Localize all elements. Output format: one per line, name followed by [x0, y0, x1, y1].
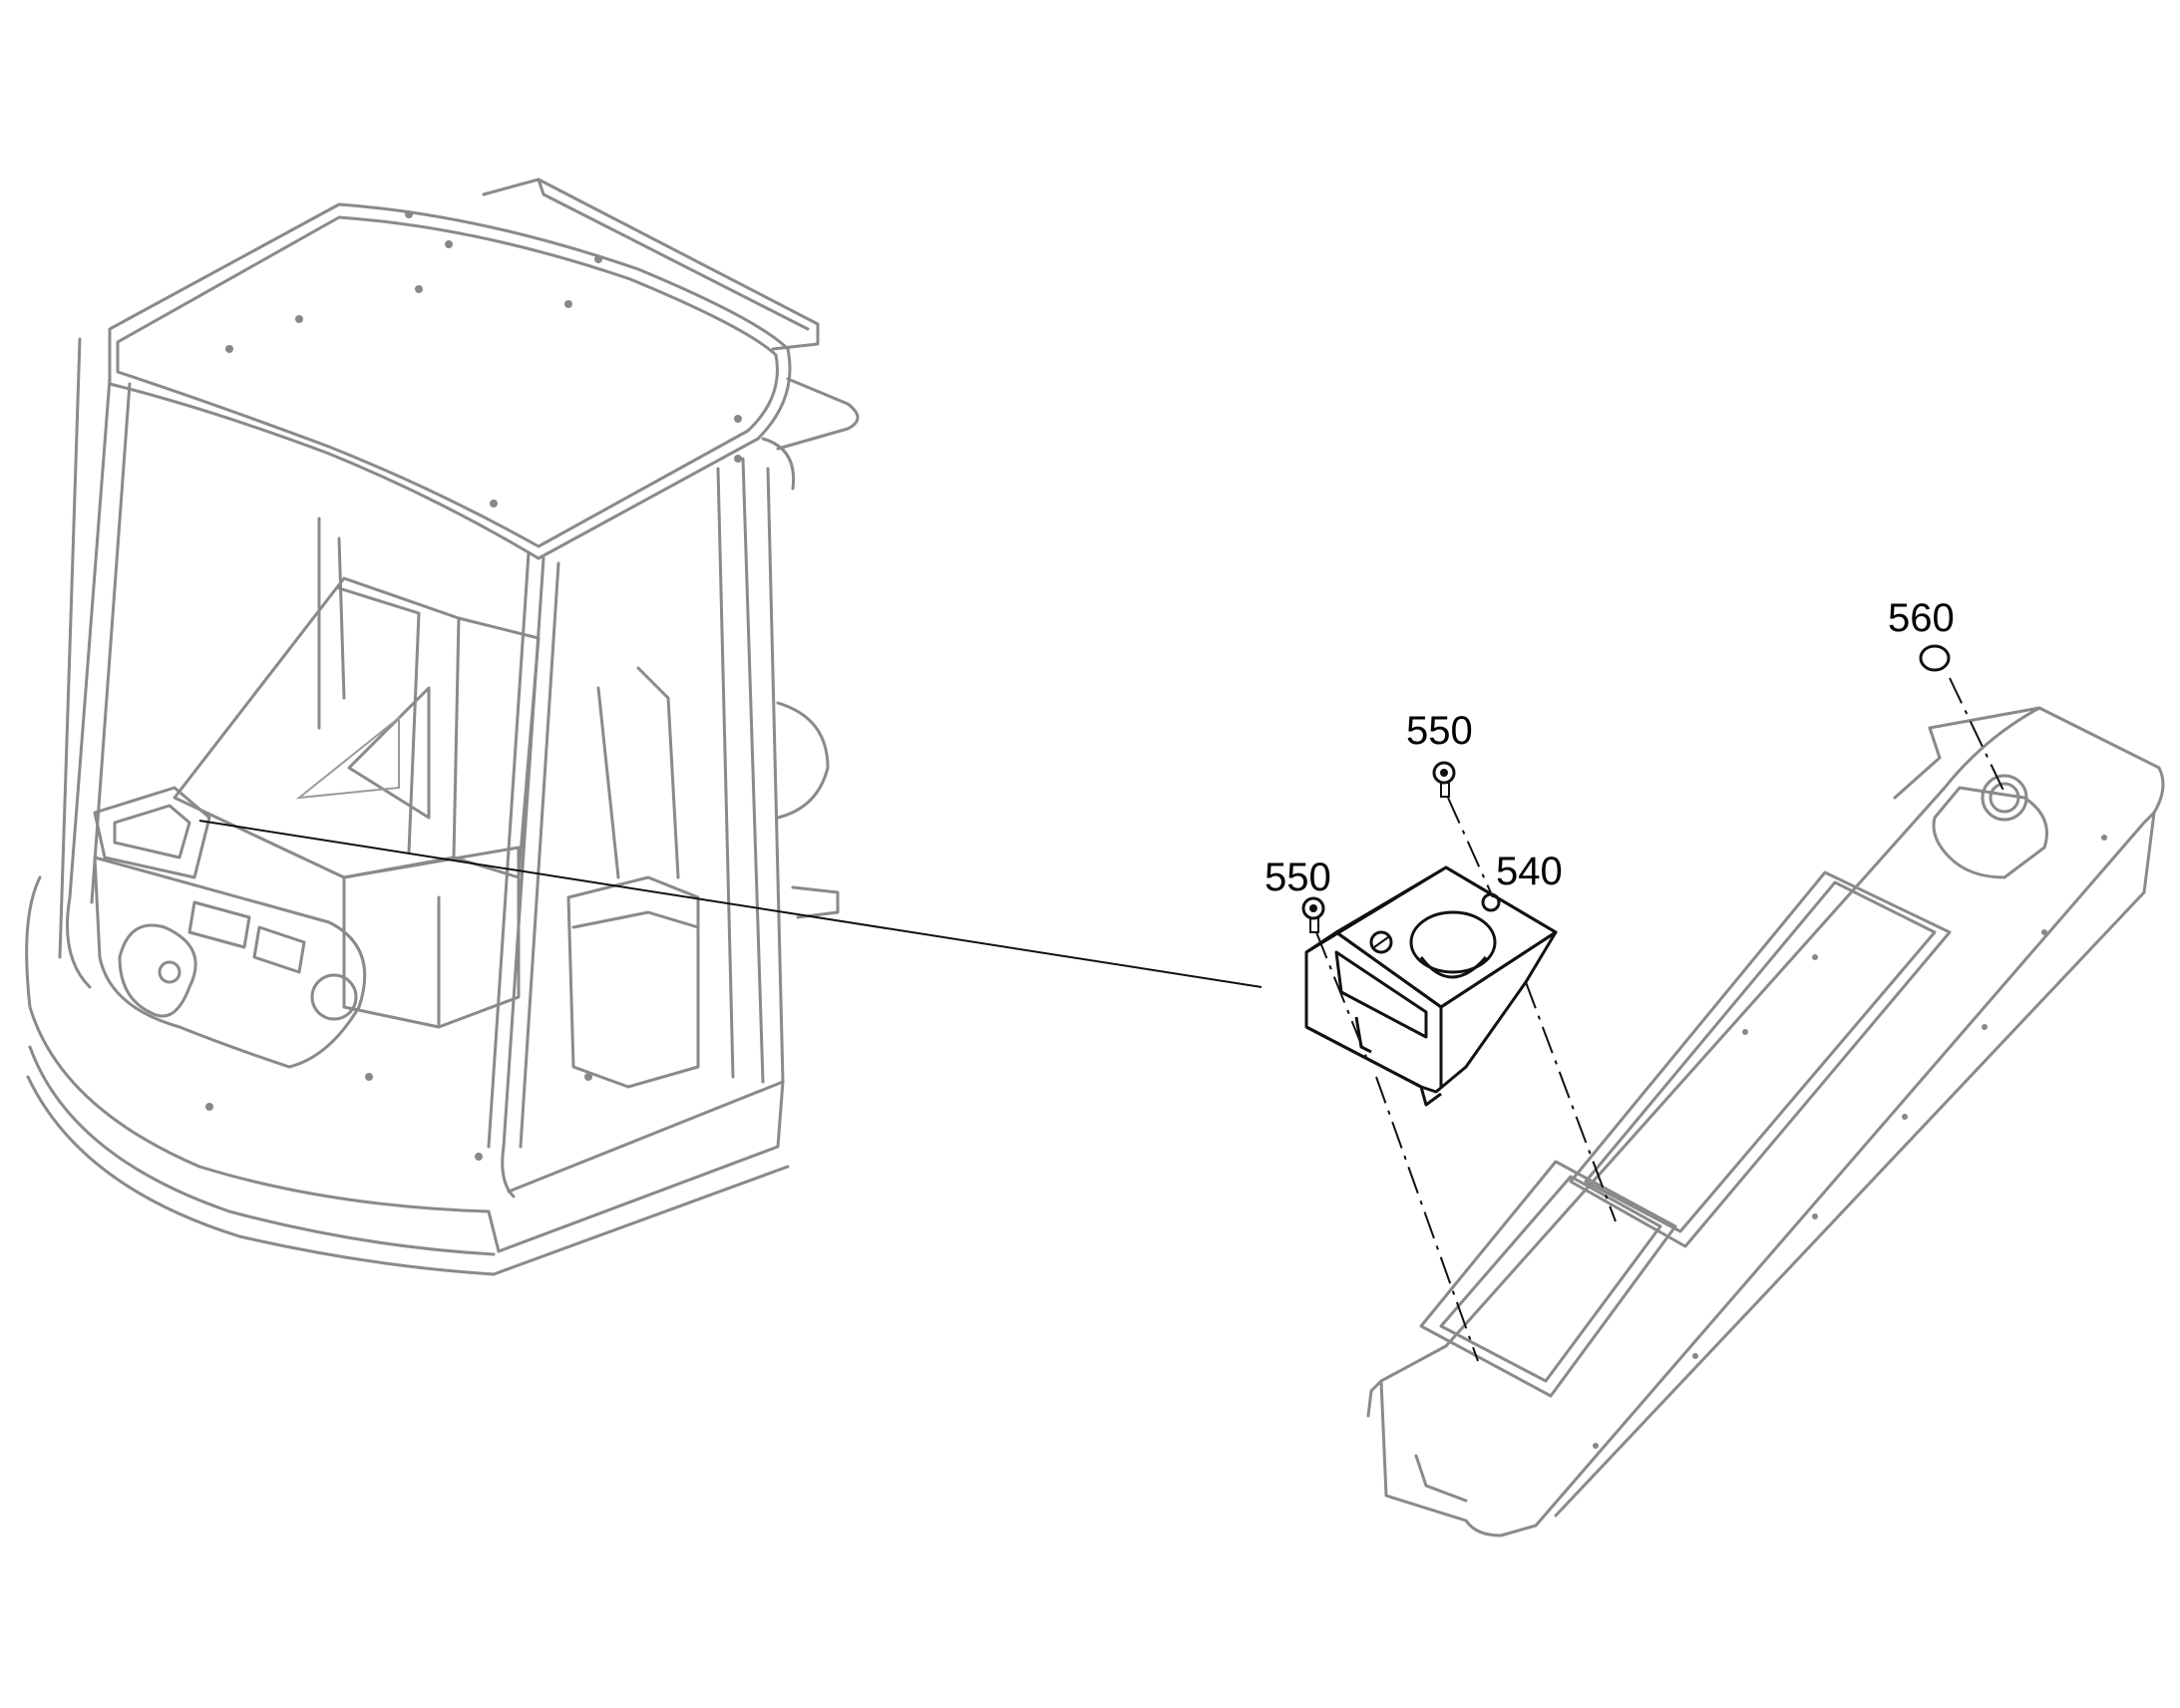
explode-lines: [1315, 677, 2005, 1362]
ring-560: [1919, 644, 1951, 672]
screw-550-top: [1432, 761, 1456, 798]
callout-540: 540: [1496, 850, 1563, 893]
cupholder-bracket-part: [1304, 865, 1558, 1107]
leader-line: [198, 820, 1263, 988]
console-panel: [1366, 706, 2165, 1537]
callout-550-left: 550: [1265, 855, 1331, 899]
cab-assembly: [25, 177, 860, 1276]
callout-550-top: 550: [1406, 709, 1473, 753]
screw-550-left: [1301, 896, 1325, 933]
callout-560: 560: [1888, 596, 1955, 640]
